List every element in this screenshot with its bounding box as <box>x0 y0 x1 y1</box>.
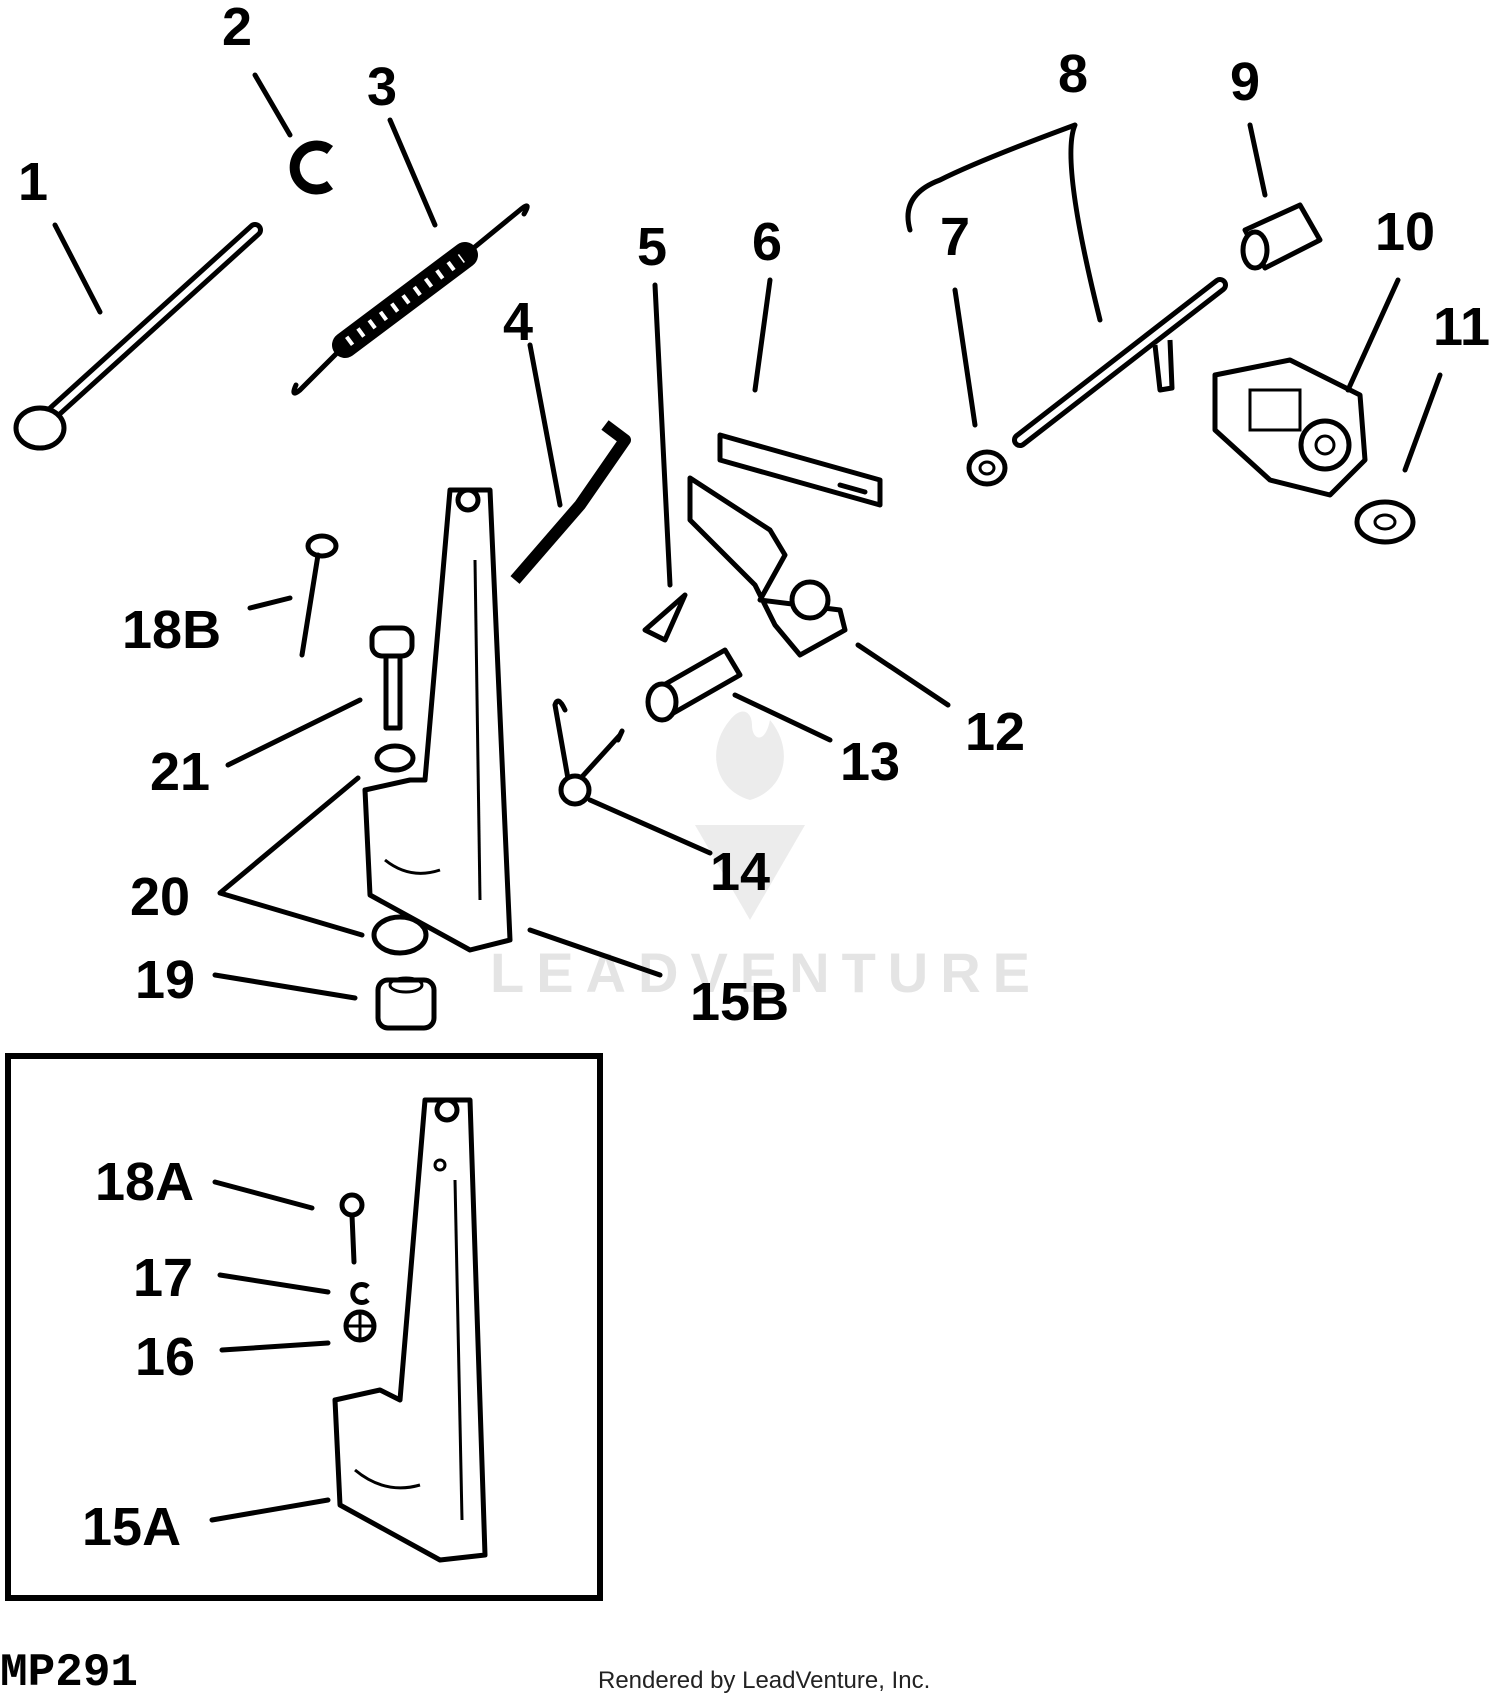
part-18b-screw <box>299 533 339 658</box>
part-1-pin <box>13 222 263 451</box>
leader-16 <box>219 1340 331 1353</box>
callout-1: 1 <box>18 152 48 212</box>
part-2-clip <box>289 140 334 195</box>
part-9-bushing <box>1240 202 1323 271</box>
part-19-nut <box>375 976 437 1031</box>
callout-15a: 15A <box>82 1497 181 1557</box>
leader-17 <box>217 1272 331 1295</box>
callout-10: 10 <box>1375 202 1435 262</box>
leader-9 <box>1247 122 1268 198</box>
leader-20 <box>217 775 365 938</box>
callout-13: 13 <box>840 732 900 792</box>
leader-1 <box>52 222 103 315</box>
part-15a-lever <box>332 1097 488 1563</box>
callout-4: 4 <box>503 292 533 352</box>
part-16-washer <box>343 1309 377 1343</box>
part-17-clip <box>350 1282 370 1305</box>
callout-labels: 1 2 3 4 5 6 7 8 9 10 11 12 13 14 15B 18B… <box>18 0 1490 1557</box>
part-20-washer <box>371 743 429 956</box>
leader-14 <box>587 797 713 856</box>
callout-15b: 15B <box>690 972 789 1032</box>
callout-18b: 18B <box>122 600 221 660</box>
leader-13 <box>732 692 833 743</box>
callout-20: 20 <box>130 867 190 927</box>
callout-14: 14 <box>710 842 770 902</box>
callout-7: 7 <box>940 207 970 267</box>
leader-10 <box>1345 277 1401 393</box>
part-12-lever-plate <box>687 475 848 658</box>
part-6-plate <box>717 432 883 508</box>
leader-5 <box>652 282 673 588</box>
figure-code: MP291 <box>0 1647 138 1699</box>
leader-19 <box>212 972 358 1001</box>
leader-11 <box>1402 372 1443 473</box>
callout-16: 16 <box>135 1327 195 1387</box>
part-15b-lever <box>362 487 513 953</box>
callout-3: 3 <box>367 57 397 117</box>
callout-19: 19 <box>135 950 195 1010</box>
part-13-fitting <box>645 647 743 723</box>
part-5-cone <box>642 592 688 643</box>
watermark-text: LEADVENTURE <box>490 941 1042 1004</box>
part-3-spring <box>291 203 530 396</box>
callout-12: 12 <box>965 702 1025 762</box>
callout-18a: 18A <box>95 1152 194 1212</box>
leader-4 <box>527 342 563 508</box>
leader-2 <box>252 72 293 138</box>
part-14-spring <box>552 698 625 807</box>
part-10-carburetor <box>1212 357 1368 498</box>
watermark-logo: LEADVENTURE <box>490 711 1042 1004</box>
callout-2: 2 <box>222 0 252 57</box>
leader-12 <box>855 642 951 708</box>
part-7-washer <box>966 449 1008 487</box>
callout-8: 8 <box>1058 44 1088 104</box>
footer-credit: Rendered by LeadVenture, Inc. <box>598 1667 930 1694</box>
leader-18a <box>212 1179 315 1211</box>
callout-6: 6 <box>752 212 782 272</box>
part-21-bolt <box>369 625 415 731</box>
leader-7 <box>952 287 978 428</box>
leader-lines <box>52 72 1443 1523</box>
leader-6 <box>752 277 773 393</box>
leader-18b <box>247 595 293 611</box>
callout-21: 21 <box>150 742 210 802</box>
leader-21 <box>225 697 363 768</box>
callout-17: 17 <box>133 1248 193 1308</box>
leader-15b <box>527 927 663 978</box>
callout-5: 5 <box>637 217 667 277</box>
part-4-rod <box>510 420 631 584</box>
part-11-washer <box>1354 499 1416 545</box>
inset-panel <box>5 1053 603 1601</box>
leader-8 <box>905 122 1103 323</box>
leader-3 <box>387 117 438 228</box>
leader-15a <box>209 1497 331 1523</box>
callout-11: 11 <box>1433 297 1490 357</box>
part-8-shaft <box>1012 277 1228 448</box>
callout-9: 9 <box>1230 52 1260 112</box>
part-18a-screw <box>339 1192 365 1265</box>
